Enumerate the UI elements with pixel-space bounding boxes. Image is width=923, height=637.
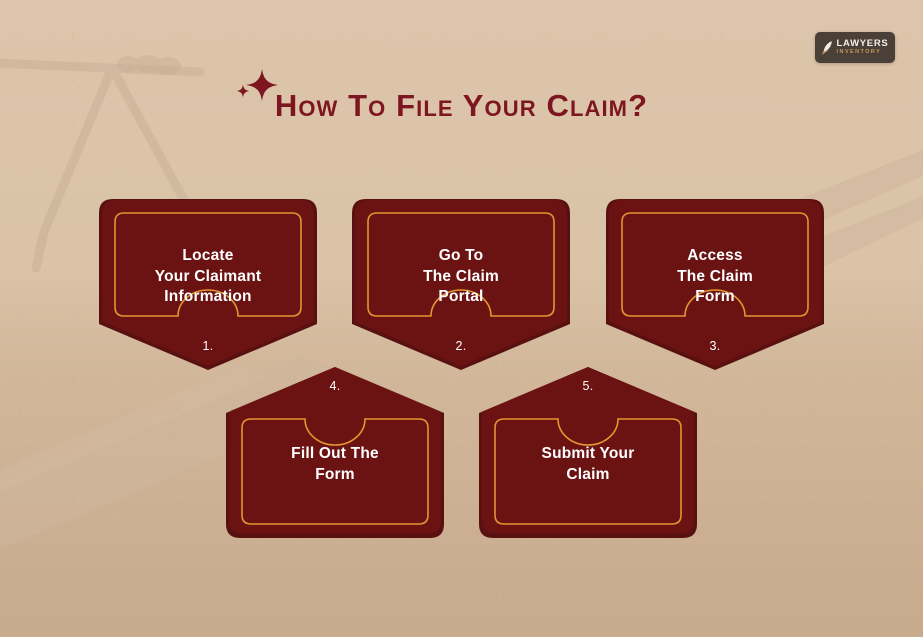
- card-fill: [482, 366, 694, 534]
- card-gold-outline: [494, 418, 682, 525]
- step-number-badge: 4.: [329, 379, 341, 393]
- sparkle-small-icon: [236, 84, 250, 98]
- card-fill: [609, 199, 821, 367]
- step-card-label: Access The Claim Form: [677, 247, 753, 306]
- step-card-shape: [606, 199, 824, 370]
- step-card-shape: [479, 366, 697, 538]
- step-card[interactable]: Access The Claim Form 3.: [606, 197, 824, 372]
- step-card-shape: [352, 199, 570, 370]
- step-card-shape: [99, 199, 317, 370]
- logo-wordmark: LAWYERS INVENTORY: [837, 39, 889, 55]
- step-card-label: Locate Your Claimant Information: [154, 247, 262, 306]
- card-gold-outline: [241, 418, 429, 525]
- card-gold-outline: [621, 212, 809, 317]
- card-fill: [355, 199, 567, 367]
- step-number-badge: 5.: [582, 379, 594, 393]
- card-fill: [102, 199, 314, 367]
- sparkle-icon: [246, 69, 278, 101]
- card-gold-outline: [367, 212, 555, 317]
- card-gold-outline: [114, 212, 302, 317]
- lawyers-inventory-logo[interactable]: LAWYERS INVENTORY: [815, 32, 895, 63]
- quill-icon: [821, 40, 832, 54]
- logo-secondary-text: INVENTORY: [836, 49, 882, 56]
- step-card-label: Go To The Claim Portal: [423, 247, 499, 306]
- logo-primary-text: LAWYERS: [836, 38, 889, 50]
- step-card[interactable]: Locate Your Claimant Information 1.: [99, 197, 317, 372]
- step-card[interactable]: Go To The Claim Portal 2.: [352, 197, 570, 372]
- step-card[interactable]: Fill Out The Form 4.: [226, 365, 444, 540]
- page-title: How To File Your Claim?: [274, 88, 649, 123]
- step-number-badge: 2.: [455, 339, 467, 353]
- step-card[interactable]: Submit Your Claim 5.: [479, 365, 697, 540]
- card-fill: [229, 366, 441, 534]
- step-card-shape: [226, 366, 444, 538]
- step-number-badge: 3.: [709, 339, 721, 353]
- step-number-badge: 1.: [202, 339, 214, 353]
- step-card-label: Fill Out The Form: [291, 445, 379, 483]
- step-card-label: Submit Your Claim: [541, 445, 635, 483]
